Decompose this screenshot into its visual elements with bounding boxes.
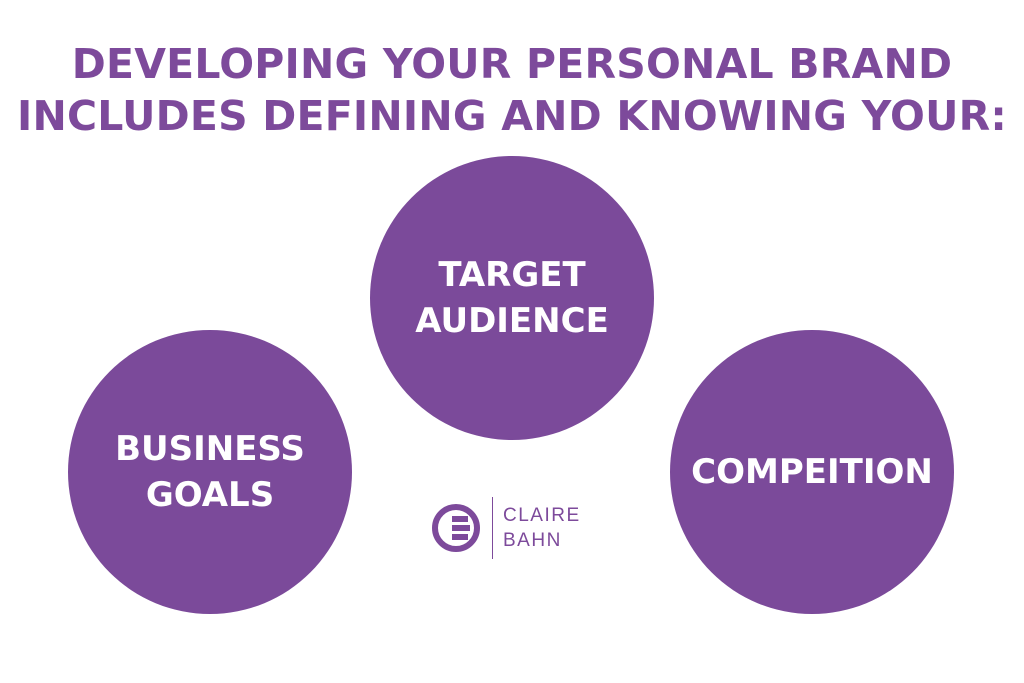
circle-label-line: GOALS <box>145 475 275 515</box>
headline: DEVELOPING YOUR PERSONAL BRAND INCLUDES … <box>0 38 1024 142</box>
circle-label-line: BUSINESS <box>115 429 305 469</box>
competition-circle: COMPEITION <box>670 330 954 614</box>
business-goals-circle: BUSINESS GOALS <box>68 330 352 614</box>
headline-line-1: DEVELOPING YOUR PERSONAL BRAND <box>71 40 953 88</box>
logo-text-line-1: CLAIRE <box>503 505 581 526</box>
circle-label-line: TARGET <box>438 255 586 295</box>
logo-text-line-2: BAHN <box>503 530 562 551</box>
logo-divider <box>492 497 493 559</box>
circle-label-line: COMPEITION <box>691 452 933 492</box>
target-audience-circle: TARGET AUDIENCE <box>370 156 654 440</box>
logo-wordmark: CLAIRE BAHN <box>503 503 581 553</box>
claire-bahn-logo-icon <box>432 504 480 552</box>
circle-label-line: AUDIENCE <box>415 301 609 341</box>
headline-line-2: INCLUDES DEFINING AND KNOWING YOUR: <box>17 92 1007 140</box>
brand-logo: CLAIRE BAHN <box>430 496 581 560</box>
